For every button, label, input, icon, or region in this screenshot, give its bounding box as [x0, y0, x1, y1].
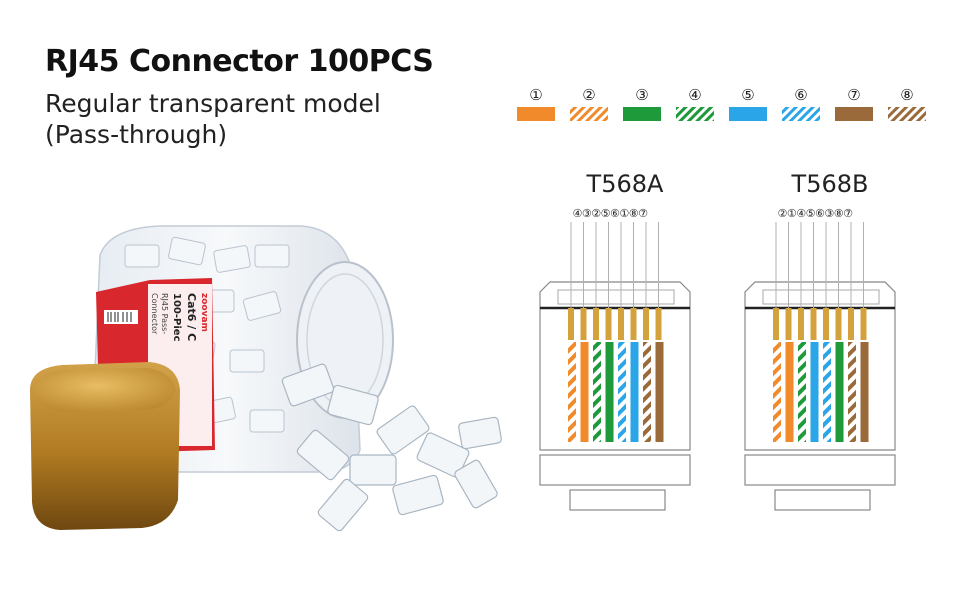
diagram-t568b: T568B ②①④⑤⑥③⑧⑦: [744, 170, 896, 511]
legend-number-1: ①: [529, 86, 542, 104]
standard-title: T568A: [586, 170, 664, 198]
legend-swatch-7: [835, 107, 873, 121]
gold-contact: [773, 308, 779, 340]
contact-strip: [557, 289, 675, 305]
connector-tail: [774, 489, 871, 511]
wire-4: [810, 342, 819, 442]
legend-number-7: ⑦: [847, 86, 860, 104]
connector-body: [744, 281, 896, 451]
gold-contact: [835, 308, 842, 340]
wire-2: [785, 342, 794, 442]
legend-swatch-3: [623, 107, 661, 121]
legend-swatch-6: [782, 107, 820, 121]
legend-swatch-2: [570, 107, 608, 121]
gold-contact: [605, 308, 612, 340]
wire-8: [655, 342, 664, 442]
label-line-2: 100-Piec: [171, 293, 182, 342]
gold-contact: [798, 308, 804, 340]
connector-tail: [569, 489, 666, 511]
label-line-1: Cat6 / C: [185, 293, 198, 341]
legend-number-6: ⑥: [794, 86, 807, 104]
subtitle: Regular transparent model (Pass-through): [45, 88, 465, 150]
contact-strip: [762, 289, 880, 305]
wire-7: [848, 342, 856, 442]
wire-3: [593, 342, 601, 442]
wire-1: [568, 342, 576, 442]
subtitle-line-1: Regular transparent model: [45, 89, 381, 118]
gold-contact: [630, 308, 637, 340]
gold-contact: [823, 308, 829, 340]
wire-6: [835, 342, 844, 442]
gold-contact: [618, 308, 624, 340]
wire-1: [773, 342, 781, 442]
wiring-diagrams: T568A ④③②⑤⑥①⑧⑦ T568B ②①④⑤⑥③⑧⑦: [539, 170, 896, 511]
legend-swatch-4: [676, 107, 714, 121]
gold-contact: [860, 308, 867, 340]
diagram-t568a: T568A ④③②⑤⑥①⑧⑦: [539, 170, 691, 511]
legend-number-8: ⑧: [900, 86, 913, 104]
gold-contact: [785, 308, 792, 340]
gold-contact: [810, 308, 817, 340]
gold-cap: [30, 362, 180, 530]
wire-5: [823, 342, 831, 442]
gold-contact: [593, 308, 599, 340]
pin-order: ④③②⑤⑥①⑧⑦: [573, 207, 649, 220]
wire-3: [798, 342, 806, 442]
label-line-3: RJ45 Pass-: [160, 293, 169, 334]
connector-latch: [744, 454, 896, 486]
spilled-connectors: [281, 363, 502, 532]
wire-2: [580, 342, 589, 442]
legend-number-4: ④: [688, 86, 701, 104]
standard-title: T568B: [791, 170, 869, 198]
wire-5: [618, 342, 626, 442]
pin-order: ②①④⑤⑥③⑧⑦: [778, 207, 854, 220]
legend-swatch-5: [729, 107, 767, 121]
gold-contact: [848, 308, 854, 340]
brand-label: zoovam: [199, 293, 209, 332]
gold-contact: [580, 308, 587, 340]
legend-number-3: ③: [635, 86, 648, 104]
wire-7: [643, 342, 651, 442]
gold-contact: [568, 308, 574, 340]
gold-contact: [655, 308, 662, 340]
connector-body: [539, 281, 691, 451]
subtitle-line-2: (Pass-through): [45, 120, 228, 149]
legend-number-5: ⑤: [741, 86, 754, 104]
label-line-4: Connector: [150, 293, 159, 335]
legend-swatch-1: [517, 107, 555, 121]
color-legend: ① ② ③ ④ ⑤ ⑥ ⑦ ⑧: [517, 86, 926, 121]
page-title: RJ45 Connector 100PCS: [45, 44, 434, 79]
legend-swatch-8: [888, 107, 926, 121]
legend-number-2: ②: [582, 86, 595, 104]
wire-4: [605, 342, 614, 442]
product-photo: zoovam Cat6 / C 100-Piec RJ45 Pass- Conn…: [30, 225, 502, 532]
connector-latch: [539, 454, 691, 486]
gold-contact: [643, 308, 649, 340]
wire-8: [860, 342, 869, 442]
wire-6: [630, 342, 639, 442]
